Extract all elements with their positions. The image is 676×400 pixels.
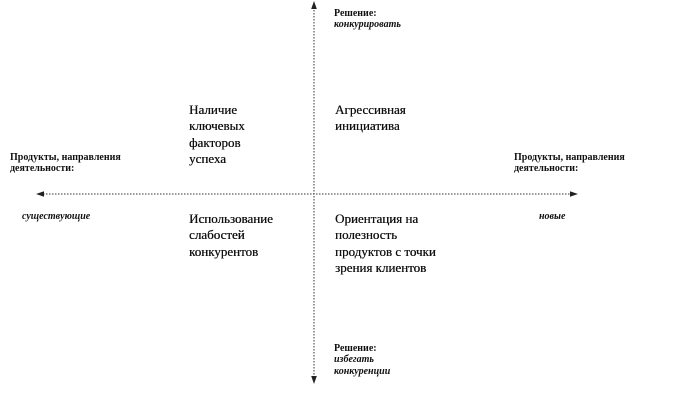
left-axis-title: Продукты, направления деятельности: — [10, 152, 121, 174]
top-decision-value: конкурировать — [334, 19, 401, 30]
top-decision-label-group: Решение: конкурировать — [334, 8, 401, 31]
quadrant-bottom-right: Ориентация на полезность продуктов с точ… — [335, 211, 436, 276]
vertical-axis-arrow-down — [311, 376, 317, 384]
quadrant-bottom-right-line: Ориентация на — [335, 211, 419, 226]
quadrant-top-left-line: Наличие — [189, 102, 237, 117]
right-axis-title-line-2: деятельности: — [514, 163, 579, 174]
quadrant-top-left-line: факторов — [189, 134, 241, 150]
top-decision-label: Решение: — [334, 8, 377, 19]
right-axis-title: Продукты, направления деятельности: — [514, 152, 625, 174]
quadrant-top-left: Наличие ключевых факторов успеха — [189, 102, 245, 167]
vertical-axis-arrow-up — [311, 1, 317, 9]
bottom-decision-label-group: Решение: избегать конкуренции — [334, 343, 390, 377]
horizontal-axis-arrow-right — [570, 191, 578, 197]
quadrant-top-right-line: Агрессивная — [335, 102, 406, 117]
quadrant-top-right: Агрессивная инициатива — [335, 102, 406, 135]
left-axis-title-line-1: Продукты, направления — [10, 152, 121, 163]
right-axis-value: новые — [539, 211, 566, 222]
right-axis-title-line-1: Продукты, направления — [514, 152, 625, 163]
bottom-decision-value-line-1: избегать — [334, 354, 374, 365]
quadrant-top-left-line: успеха — [189, 150, 226, 166]
quadrant-bottom-left-line: Использование — [189, 211, 273, 226]
quadrant-bottom-right-line: зрения клиентов — [335, 259, 427, 275]
quadrant-bottom-right-line: продуктов с точки — [335, 243, 436, 259]
quadrant-bottom-left-line: слабостей — [189, 227, 245, 243]
bottom-decision-label: Решение: — [334, 343, 377, 354]
bottom-decision-value-line-2: конкуренции — [334, 365, 391, 377]
quadrant-bottom-left-line: конкурентов — [189, 243, 259, 259]
quadrant-bottom-right-line: полезность — [335, 227, 397, 243]
left-axis-title-line-2: деятельности: — [10, 163, 75, 174]
horizontal-axis-arrow-left — [36, 191, 44, 197]
left-axis-value: существующие — [22, 211, 91, 222]
quadrant-bottom-left: Использование слабостей конкурентов — [189, 211, 273, 260]
quadrant-top-left-line: ключевых — [189, 118, 245, 134]
quadrant-top-right-line: инициатива — [335, 118, 400, 134]
